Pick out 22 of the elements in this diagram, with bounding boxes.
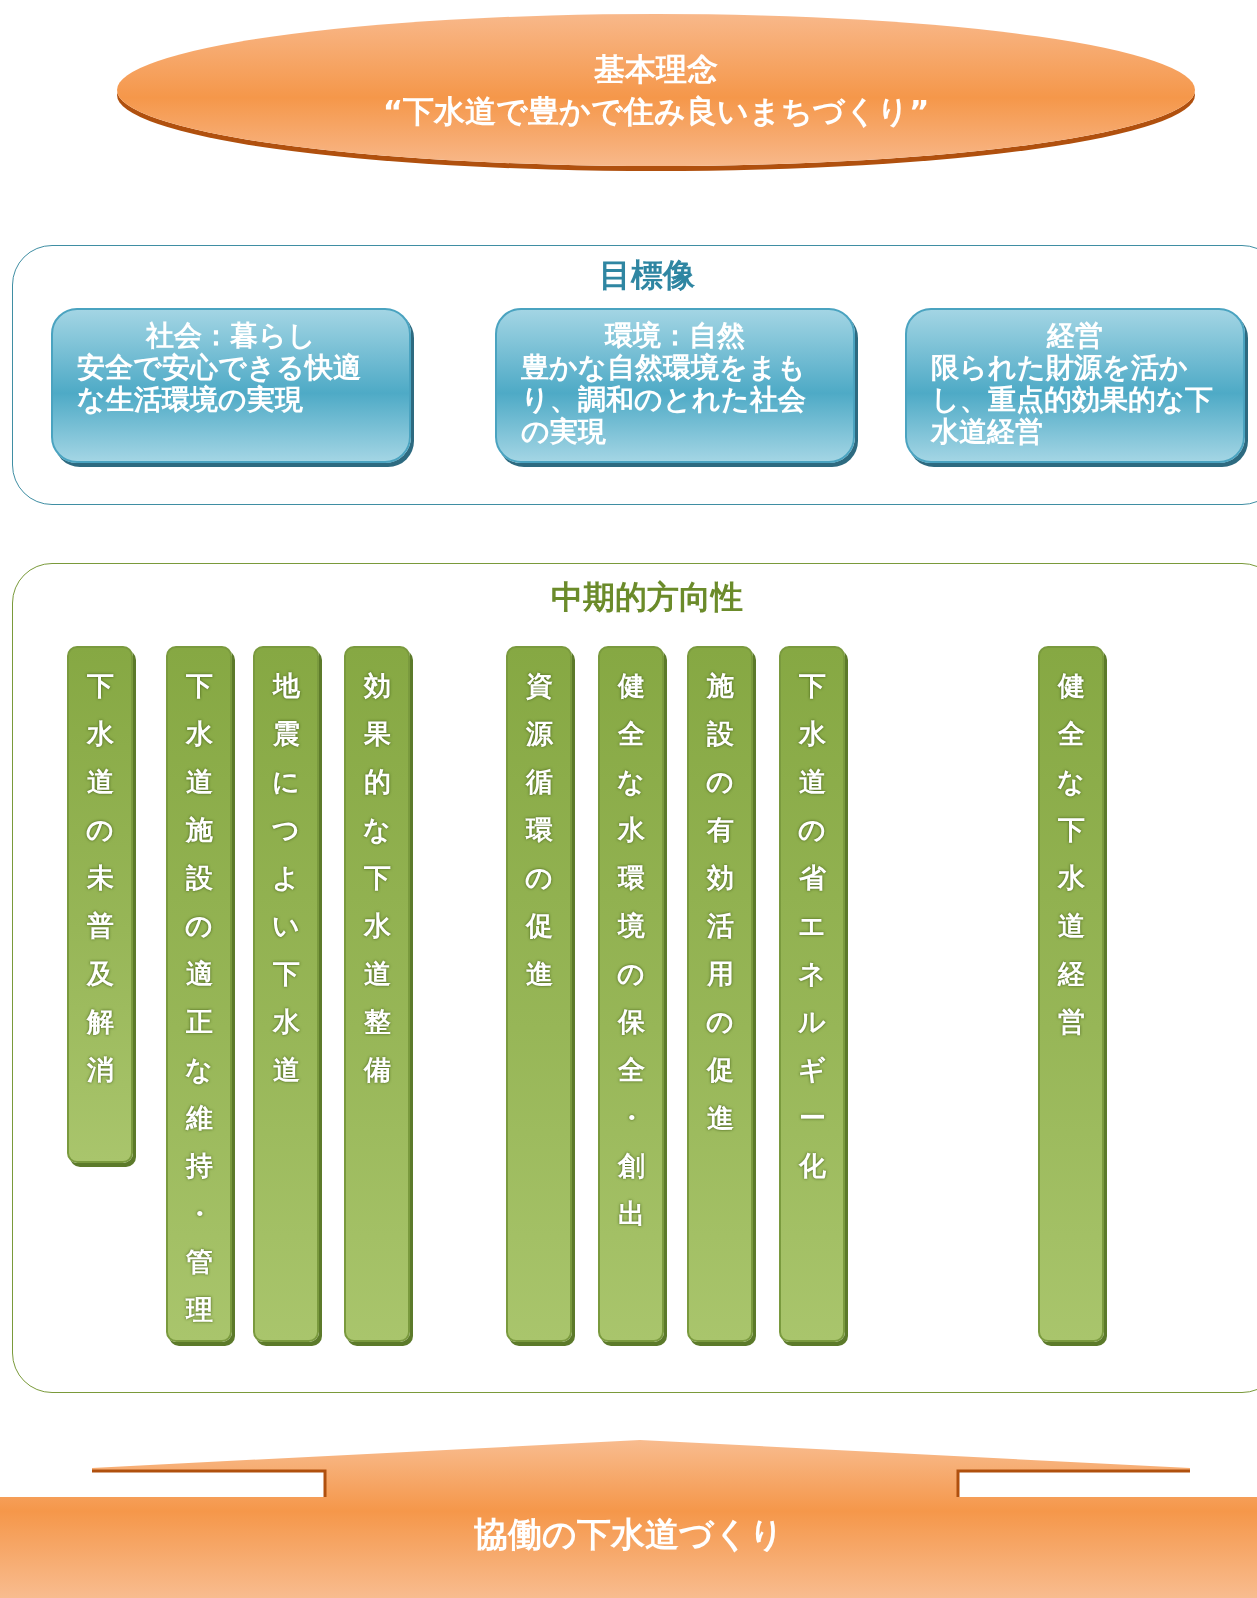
philosophy-text: “下水道で豊かで住み良いまちづくり” bbox=[382, 92, 930, 131]
heading-text: 基本理念 bbox=[594, 50, 718, 89]
vertical-text: 下水道施設の適正な維持・管理 bbox=[184, 669, 214, 1327]
vertical-text: 地震につよい下水道 bbox=[271, 669, 301, 1087]
goal-description: 豊かな自然環境をまもり、調和のとれた社会の実現 bbox=[521, 352, 807, 448]
group-panel bbox=[12, 245, 1257, 505]
goal-heading: 社会：暮らし bbox=[144, 320, 317, 352]
vertical-text: 効果的な下水道整備 bbox=[362, 669, 392, 1087]
goal-description: 安全で安心できる快適な生活環境の実現 bbox=[77, 352, 362, 416]
vertical-text: 下水道の省エネルギー化 bbox=[797, 669, 827, 1183]
vertical-text: 施設の有効活用の促進 bbox=[705, 669, 735, 1135]
banner-text: 協働の下水道づくり bbox=[472, 1513, 785, 1556]
goal-description: 限られた財源を活かし、重点的効果的な下水道経営 bbox=[931, 352, 1214, 448]
goal-heading: 経営 bbox=[1045, 320, 1104, 352]
vertical-text: 健全な水環境の保全・創出 bbox=[616, 669, 646, 1231]
group-title: 目標像 bbox=[598, 255, 696, 296]
vertical-text: 健全な下水道経営 bbox=[1056, 669, 1086, 1039]
goal-heading: 環境：自然 bbox=[603, 320, 746, 352]
vertical-text: 下水道の未普及解消 bbox=[85, 669, 115, 1087]
group-panel bbox=[12, 563, 1257, 1393]
vertical-text: 資源循環の促進 bbox=[524, 669, 554, 991]
group-title: 中期的方向性 bbox=[550, 577, 744, 618]
